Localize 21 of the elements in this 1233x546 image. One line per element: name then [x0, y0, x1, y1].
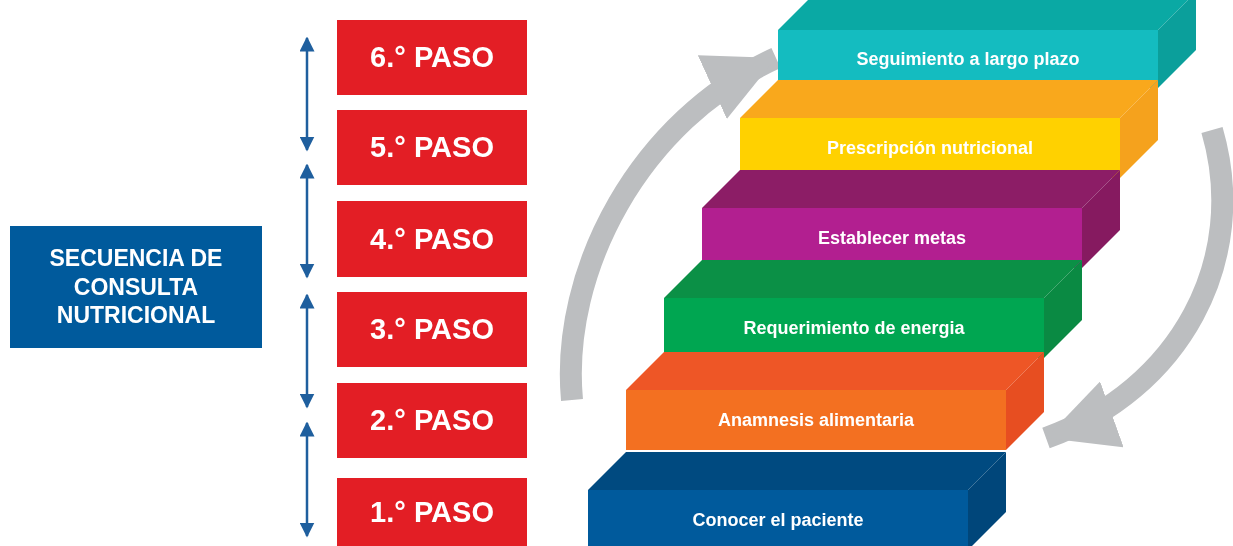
box-label: 2.° PASO [370, 403, 494, 439]
box-label: 3.° PASO [370, 312, 494, 348]
step-label: Seguimiento a largo plazo [855, 48, 1081, 70]
box-label: 1.° PASO [370, 494, 494, 530]
step-box [337, 383, 527, 458]
step-label: Anamnesis alimentaria [716, 409, 916, 431]
step-box [337, 201, 527, 277]
title-box [10, 226, 262, 348]
box-label: 6.° PASO [370, 40, 494, 76]
step-box [337, 110, 527, 185]
box-label: 4.° PASO [370, 221, 494, 257]
step-box [337, 478, 527, 546]
step-box [337, 20, 527, 95]
box-label: SECUENCIA DE CONSULTA NUTRICIONAL [48, 243, 224, 331]
step-label: Requerimiento de energia [742, 317, 966, 339]
step-label: Prescripción nutricional [825, 137, 1035, 159]
step-label: Conocer el paciente [691, 509, 865, 531]
box-label: 5.° PASO [370, 130, 494, 166]
curved-arrow [1041, 127, 1233, 449]
step-label: Establecer metas [816, 227, 968, 249]
step-box [337, 292, 527, 367]
